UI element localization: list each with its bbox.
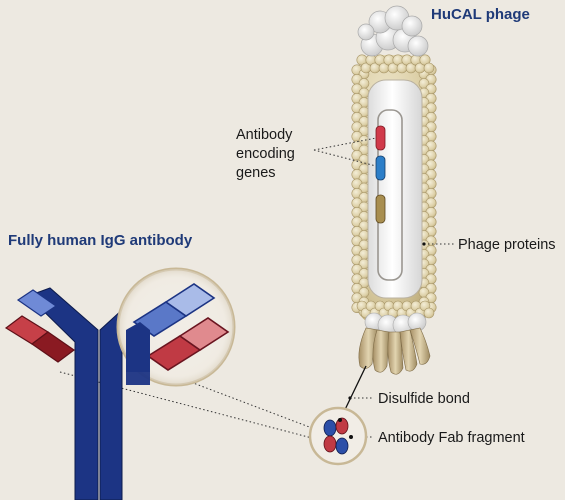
label-disulfide-bond: Disulfide bond — [378, 391, 470, 407]
antibody-title: Fully human IgG antibody — [8, 232, 193, 249]
heavy-chain-left — [27, 287, 99, 500]
gene-blue — [375, 155, 386, 181]
phage-inner-tube — [367, 79, 423, 299]
phage-title: HuCAL phage — [431, 6, 530, 23]
cl-left — [30, 331, 76, 363]
zoom-ch1 — [164, 283, 216, 317]
label-phage-proteins: Phage proteins — [458, 237, 556, 253]
disulfide-dot — [348, 396, 352, 400]
phage-top-cap — [357, 5, 429, 57]
phage-bottom-ring — [364, 312, 427, 336]
leader-lines — [59, 137, 454, 439]
magnifier-lens — [116, 267, 236, 387]
gene-olive — [375, 194, 386, 224]
phage-particle — [351, 5, 437, 375]
phage-protein-bead — [423, 307, 435, 319]
zoom-link-bottom — [59, 371, 313, 439]
label-genes: genes — [236, 165, 276, 181]
fab-fragment-circle — [308, 406, 368, 466]
leader-red-gene — [313, 137, 377, 151]
phage-genome-loop — [377, 109, 403, 281]
label-fab-fragment: Antibody Fab fragment — [378, 430, 525, 446]
phage-protein-bead — [423, 62, 435, 74]
label-encoding: encoding — [236, 146, 295, 162]
phage-tail-fibers — [358, 327, 431, 375]
label-antibody: Antibody — [236, 127, 293, 143]
vh-left — [16, 289, 58, 317]
phage-proteins-dot — [422, 242, 426, 246]
gene-red — [375, 125, 386, 151]
zoom-cl — [178, 317, 230, 351]
leader-blue-gene — [313, 149, 377, 167]
